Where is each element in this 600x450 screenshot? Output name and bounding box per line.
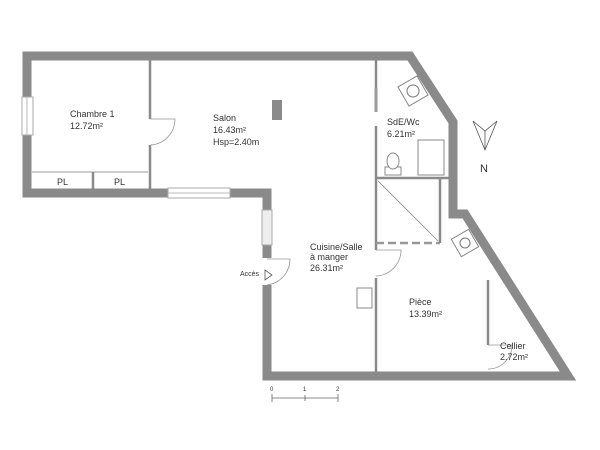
scale-tick-2: 2: [336, 387, 340, 393]
room-area-salon: 16.43m²: [213, 125, 246, 135]
north-arrow-icon: [472, 120, 498, 152]
water-heater-icon: [406, 84, 420, 98]
chimney: [272, 100, 282, 120]
room-name-piece: Pièce: [409, 297, 432, 307]
room-area-sde: 6.21m²: [387, 129, 415, 139]
room-area-cuisine: 26.31m²: [310, 263, 343, 273]
room-area-piece: 13.39m²: [409, 309, 442, 319]
compass-label: N: [480, 163, 488, 175]
interior-walls: [32, 60, 513, 372]
room-name-cuisine: Cuisine/Salle: [310, 242, 363, 252]
shower-tray: [417, 139, 445, 176]
toilet: [386, 152, 400, 170]
room-name-sde: SdE/Wc: [387, 117, 420, 127]
entrance-label: Accès: [240, 271, 260, 278]
room-name-cellier: Cellier: [500, 341, 526, 351]
window-cuisine: [261, 209, 273, 246]
scale-bar: [271, 394, 339, 402]
room-area-cellier: 2.72m²: [500, 352, 528, 362]
boiler-icon: [459, 237, 471, 249]
room-name-cuisine-2: à manger: [310, 252, 348, 262]
scale-tick-1: 1: [303, 387, 307, 393]
water-heater: [397, 75, 429, 107]
outer-walls: [22, 51, 577, 381]
closet-label: PL: [114, 177, 125, 187]
entrance-arrow-icon: [264, 269, 273, 281]
room-name-chambre: Chambre 1: [70, 109, 115, 119]
room-area-chambre: 12.72m²: [70, 121, 103, 131]
cooktop: [356, 287, 373, 309]
closet-label: PL: [57, 177, 68, 187]
room-height-salon: Hsp=2.40m: [213, 137, 259, 147]
boiler: [450, 228, 480, 258]
scale-tick-0: 0: [270, 387, 274, 393]
room-name-salon: Salon: [213, 113, 236, 123]
